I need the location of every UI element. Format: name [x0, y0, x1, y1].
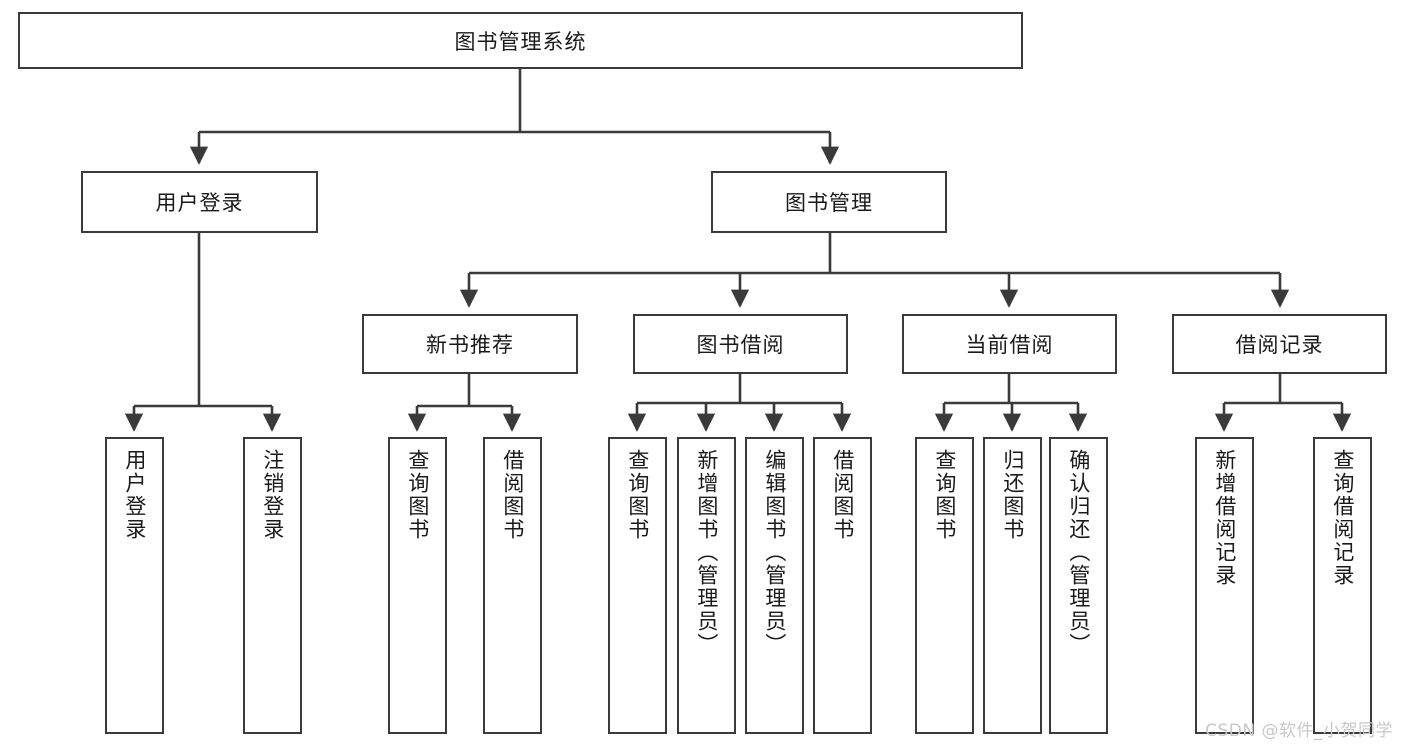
node-leaf-add-record[interactable]: 新增借阅记录: [1195, 437, 1254, 734]
node-leaf-return-book[interactable]: 归还图书: [983, 437, 1042, 734]
node-leaf-query-record-label: 查询借阅记录: [1330, 449, 1355, 587]
node-leaf-borrow-book-2[interactable]: 借阅图书: [813, 437, 872, 734]
node-leaf-query-book-1-label: 查询图书: [405, 449, 430, 541]
node-leaf-return-book-label: 归还图书: [1000, 449, 1025, 541]
node-leaf-query-book-3[interactable]: 查询图书: [915, 437, 974, 734]
node-leaf-confirm-return[interactable]: 确认归还（管理员）: [1049, 437, 1108, 734]
node-root[interactable]: 图书管理系统: [18, 12, 1023, 69]
node-leaf-query-book-2[interactable]: 查询图书: [608, 437, 667, 734]
node-book-borrow-label: 图书借阅: [696, 333, 785, 357]
node-leaf-borrow-book-2-label: 借阅图书: [830, 449, 855, 541]
node-leaf-edit-book-label: 编辑图书（管理员）: [762, 449, 787, 656]
node-new-book-recommend[interactable]: 新书推荐: [362, 314, 578, 374]
node-user-login-label: 用户登录: [155, 191, 244, 215]
watermark: CSDN @软件_小贺同学: [1205, 721, 1393, 741]
node-root-label: 图书管理系统: [454, 29, 587, 54]
node-leaf-user-logout[interactable]: 注销登录: [243, 437, 302, 734]
node-leaf-add-book-label: 新增图书（管理员）: [694, 449, 719, 656]
node-book-manage-label: 图书管理: [785, 191, 873, 215]
node-borrow-record[interactable]: 借阅记录: [1172, 314, 1387, 374]
node-user-login[interactable]: 用户登录: [81, 171, 318, 233]
node-leaf-query-record[interactable]: 查询借阅记录: [1313, 437, 1372, 734]
node-leaf-add-record-label: 新增借阅记录: [1212, 449, 1237, 587]
node-leaf-query-book-3-label: 查询图书: [932, 449, 957, 541]
node-leaf-query-book-1[interactable]: 查询图书: [388, 437, 447, 734]
node-leaf-add-book[interactable]: 新增图书（管理员）: [677, 437, 736, 734]
node-leaf-query-book-2-label: 查询图书: [625, 449, 650, 541]
node-leaf-confirm-return-label: 确认归还（管理员）: [1066, 449, 1091, 656]
node-leaf-user-login-label: 用户登录: [122, 449, 147, 541]
node-book-manage[interactable]: 图书管理: [711, 171, 947, 233]
node-borrow-record-label: 借阅记录: [1235, 333, 1324, 357]
node-new-book-recommend-label: 新书推荐: [426, 333, 514, 357]
node-current-borrow-label: 当前借阅: [965, 333, 1054, 357]
node-leaf-borrow-book-1-label: 借阅图书: [500, 449, 525, 541]
node-leaf-user-logout-label: 注销登录: [260, 449, 285, 541]
node-leaf-edit-book[interactable]: 编辑图书（管理员）: [745, 437, 804, 734]
node-book-borrow[interactable]: 图书借阅: [633, 314, 848, 374]
node-leaf-borrow-book-1[interactable]: 借阅图书: [483, 437, 542, 734]
node-leaf-user-login[interactable]: 用户登录: [105, 437, 164, 734]
node-current-borrow[interactable]: 当前借阅: [902, 314, 1117, 374]
